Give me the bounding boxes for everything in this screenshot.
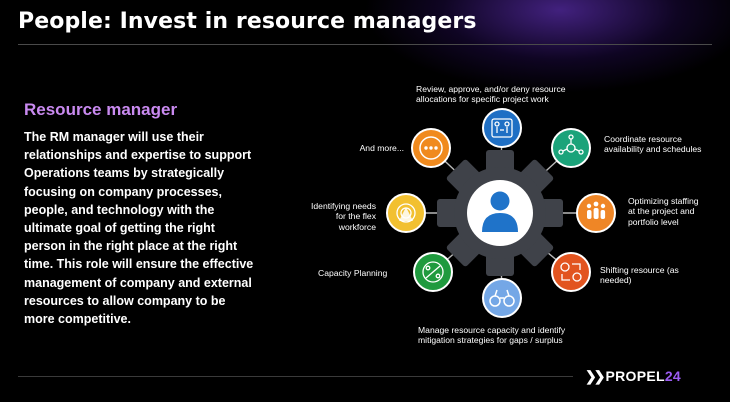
- section-subtitle: Resource manager: [24, 100, 178, 119]
- label-coordinate-availability: Coordinate resource availability and sch…: [604, 134, 702, 155]
- label-and-more: And more...: [359, 143, 404, 153]
- label-identifying-needs: Identifying needs for the flex workforce: [311, 201, 376, 232]
- title-divider: [18, 44, 712, 45]
- node-optimizing-staffing: [576, 193, 616, 233]
- more-icon: [419, 136, 443, 160]
- slide-title: People: Invest in resource managers: [18, 9, 477, 34]
- person-icon: [482, 191, 518, 232]
- label-manage-capacity: Manage resource capacity and identify mi…: [418, 325, 566, 346]
- node-shifting-resource: [551, 252, 591, 292]
- description-paragraph: The RM manager will use their relationsh…: [24, 130, 254, 327]
- swap-people-icon: [560, 262, 582, 282]
- label-capacity-planning: Capacity Planning: [318, 268, 388, 278]
- node-review-allocations: [482, 108, 522, 148]
- node-identifying-needs: [386, 193, 426, 233]
- network-icon: [558, 134, 584, 155]
- binoculars-icon: [489, 289, 515, 307]
- propel24-logo: ❯❯PROPEL24: [585, 368, 682, 384]
- node-capacity-planning: [413, 252, 453, 292]
- planning-icon: [422, 261, 444, 283]
- footer-divider: [18, 376, 573, 377]
- label-review-allocations: Review, approve, and/or deny resource al…: [416, 84, 566, 105]
- node-and-more: [411, 128, 451, 168]
- node-coordinate-availability: [551, 128, 591, 168]
- label-optimizing-staffing: Optimizing staffing at the project and p…: [628, 196, 699, 227]
- target-icon: [396, 203, 416, 223]
- team-review-icon: [491, 118, 513, 138]
- node-manage-capacity: [482, 278, 522, 318]
- label-shifting-resource: Shifting resource (as needed): [600, 265, 679, 286]
- group-people-icon: [586, 201, 606, 219]
